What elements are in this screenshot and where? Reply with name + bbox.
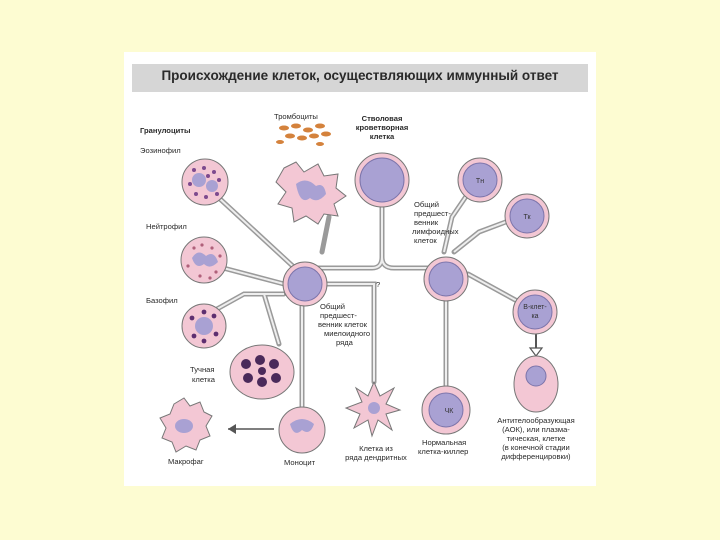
label-afc-5: дифференцировки)	[501, 452, 571, 461]
label-lymphoid-4: лимфоидных	[412, 227, 459, 236]
b-cell-label-1: В-клет-	[523, 304, 547, 311]
label-stem-1: Стволовая	[361, 114, 403, 123]
label-basophil: Базофил	[146, 296, 178, 305]
label-dendritic-1: Клетка из	[359, 444, 393, 453]
label-nk-2: клетка-киллер	[418, 447, 469, 456]
tk-label: Тк	[523, 214, 531, 221]
th-cell: Тн	[457, 157, 503, 203]
tk-cell: Тк	[504, 193, 550, 239]
diagram-svg: Тн Тк В-клет- ка ЧК	[159, 123, 559, 454]
label-nk-1: Нормальная	[422, 438, 467, 447]
label-mast-cell-2: клетка	[192, 375, 216, 384]
eosinophil-cell	[181, 158, 229, 206]
label-lymphoid-5: клеток	[414, 236, 437, 245]
platelets	[276, 123, 331, 146]
label-myeloid-2: предшест-	[320, 311, 357, 320]
label-neutrophil: Нейтрофил	[146, 222, 187, 231]
nk-cell: ЧК	[421, 385, 471, 435]
label-monocyte: Моноцит	[284, 458, 316, 467]
label-myeloid-5: ряда	[336, 338, 353, 347]
label-myeloid-1: Общий	[320, 302, 345, 311]
lymphoid-precursor-cell	[423, 256, 469, 302]
megakaryocite-cell	[275, 161, 347, 225]
label-stem-2: кроветворная	[355, 123, 409, 132]
label-lymphoid-1: Общий	[414, 200, 439, 209]
figure-title: Происхождение клеток, осуществляющих имм…	[161, 68, 559, 83]
figure-panel: Происхождение клеток, осуществляющих имм…	[124, 52, 596, 486]
label-question: ?	[376, 280, 381, 289]
label-platelets: Тромбоциты	[274, 112, 318, 121]
arrow-head	[528, 347, 544, 357]
label-afc-2: (АОК), или плазма-	[502, 425, 570, 434]
basophil-cell	[181, 303, 227, 349]
myeloid-to-megakaryocite-link	[319, 214, 332, 255]
th-label: Тн	[476, 178, 484, 185]
label-macrophage: Макрофаг	[168, 457, 204, 466]
label-myeloid-4: миелоидного	[324, 329, 371, 338]
label-granulocytes: Гранулоциты	[140, 126, 191, 135]
label-afc-4: (в конечной стадии	[502, 443, 570, 452]
label-lymphoid-3: венник	[414, 218, 439, 227]
arrow-head	[228, 424, 236, 434]
plasma-cell	[513, 355, 559, 413]
myeloid-precursor-cell	[282, 261, 328, 307]
dendritic-cell	[344, 380, 402, 438]
nk-label: ЧК	[445, 408, 455, 415]
macrophage-cell	[159, 397, 213, 453]
mast-cell	[229, 344, 295, 400]
label-myeloid-3: венник клеток	[318, 320, 367, 329]
b-cell-label-2: ка	[531, 313, 538, 320]
label-stem-3: клетка	[369, 132, 395, 141]
label-lymphoid-2: предшест-	[414, 209, 451, 218]
label-afc-3: тическая, клетке	[506, 434, 566, 443]
neutrophil-cell	[180, 236, 228, 284]
label-afc-1: Антителообразующая	[497, 416, 575, 425]
label-mast-cell-1: Тучная	[190, 365, 215, 374]
stem-cell	[354, 152, 410, 208]
monocyte-cell	[278, 406, 326, 454]
label-dendritic-2: ряда дендритных	[345, 453, 407, 462]
title-bar: Происхождение клеток, осуществляющих имм…	[132, 64, 588, 92]
b-cell: В-клет- ка	[512, 289, 558, 335]
label-eosinophil: Эозинофил	[140, 146, 181, 155]
